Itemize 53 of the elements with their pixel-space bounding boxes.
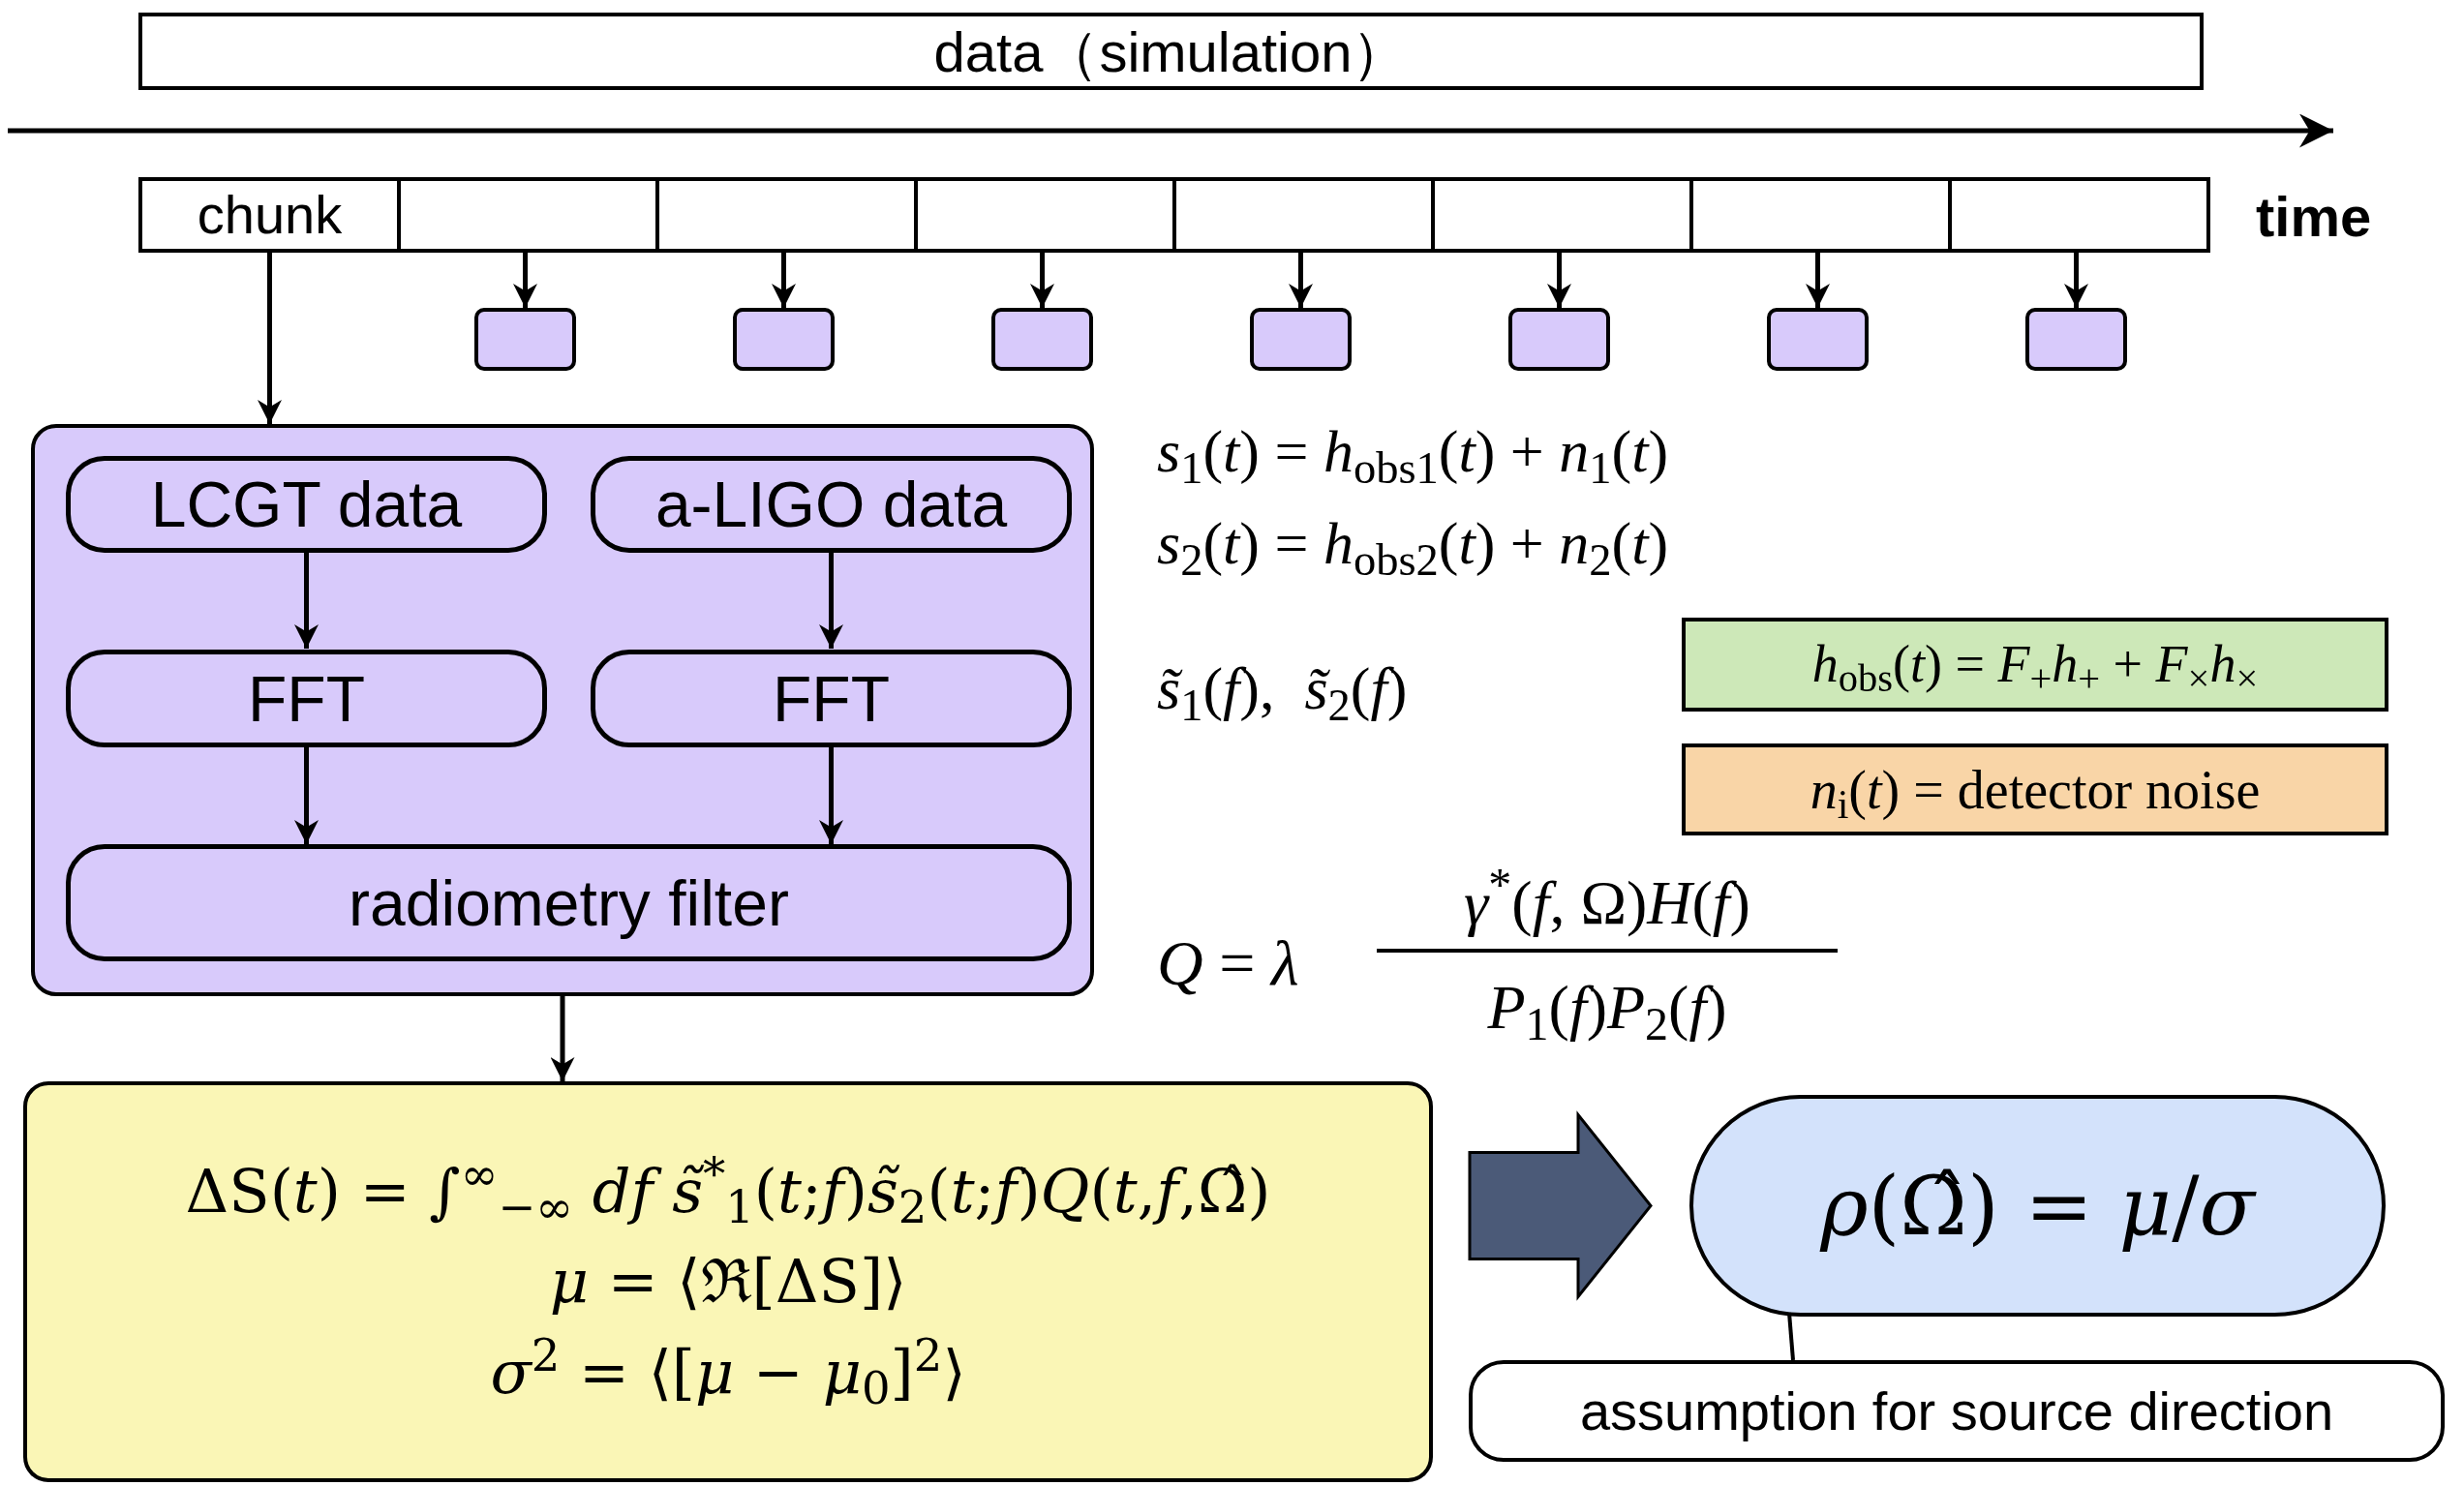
node-label: LCGT data <box>150 472 463 536</box>
chunk-process-box <box>2025 308 2127 371</box>
callout-box <box>1469 1360 2445 1462</box>
data-bar <box>138 13 2204 90</box>
arrow <box>1806 253 1830 308</box>
fraction-denominator: P$_{1}$(f)P$_{2}$(f) <box>1486 972 1728 1051</box>
chunk-process-box <box>991 308 1093 371</box>
node-label: a-LIGO data <box>654 472 1008 536</box>
fraction-numerator: γ$^{*}$(f, Ω)H(f) <box>1463 858 1751 939</box>
equation-box <box>23 1081 1433 1482</box>
arrow <box>819 746 843 844</box>
arrow <box>2064 253 2088 308</box>
node-label: data（simulation） <box>933 18 1409 85</box>
process-box <box>66 844 1072 961</box>
node-label: FFT <box>773 666 890 731</box>
equation: ΔS(t) = ∫$^{∞}$$_{−∞}$ df s̃$^{*}$$_{1}$(t;f)s̃$_{2}$(t;f)Q(t,f,Ω̂) <box>185 1153 1271 1229</box>
node-label: n$_{i}$(t) = detector noise <box>1810 758 2261 829</box>
equation-box <box>1682 743 2388 835</box>
arrow <box>294 553 319 649</box>
node-label: assumption for source direction <box>1579 1379 2334 1443</box>
arrow <box>550 996 575 1081</box>
node-label: chunk <box>197 183 343 247</box>
chunk-process-box <box>1250 308 1352 371</box>
equation: Q = λ <box>1157 926 1300 1000</box>
node-label: FFT <box>248 666 365 731</box>
arrow <box>294 746 319 844</box>
process-box <box>66 650 547 747</box>
chunk-process-box <box>1508 308 1610 371</box>
equation-box <box>1682 618 2388 712</box>
chunk-process-box <box>733 308 835 371</box>
arrow <box>772 253 796 308</box>
axis-label: time <box>2256 184 2373 250</box>
equation: s$_{1}$(t) = h$_{obs1}$(t) + n$_{1}$(t) <box>1157 417 1670 495</box>
process-box <box>66 456 547 553</box>
arrow <box>1030 253 1054 308</box>
arrow <box>258 253 282 424</box>
arrow <box>1289 253 1313 308</box>
equation: s$_{2}$(t) = h$_{obs2}$(t) + n$_{2}$(t) <box>1157 509 1670 587</box>
block-arrow <box>1468 1110 1653 1301</box>
arrow <box>1547 253 1571 308</box>
equation: σ$^{2}$ = ⟨[μ − μ$_{0}$]$^{2}$⟩ <box>490 1334 966 1410</box>
chunk-process-box <box>474 308 576 371</box>
process-box <box>591 650 1072 747</box>
equation: s̃$_{1}$(f), s̃$_{2}$(f) <box>1157 654 1409 732</box>
equation: μ = ⟨ℜ[ΔS]⟩ <box>549 1245 907 1319</box>
node-label: h$_{obs}$(t) = F$_{+}$h$_{+}$ + F$_{×}$h$_{×}$ <box>1811 634 2259 703</box>
arrow <box>819 553 843 649</box>
arrow <box>513 253 537 308</box>
leader-line <box>1787 1312 1795 1361</box>
process-box <box>591 456 1072 553</box>
node-label: ρ(Ω̂) = μ/σ <box>1820 1157 2255 1256</box>
chunk-process-box <box>1767 308 1869 371</box>
processing-panel <box>31 424 1094 996</box>
